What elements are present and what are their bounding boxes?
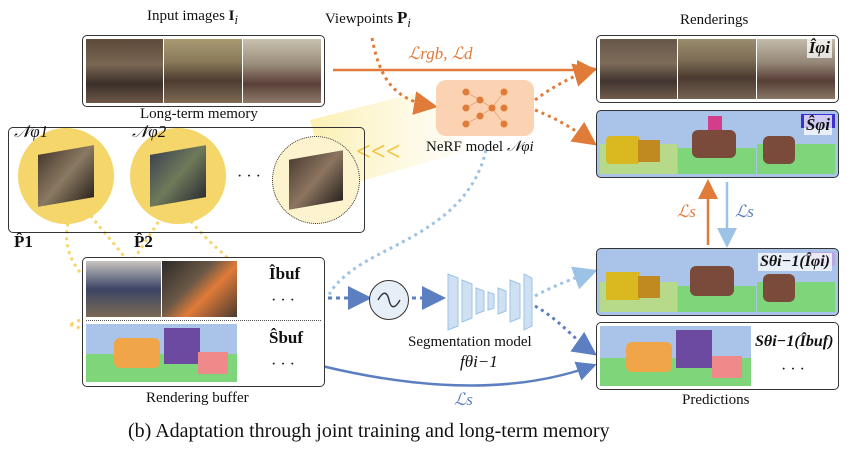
prediction-nerf-symbol: Sθi−1(Îφi): [757, 253, 832, 271]
input-photo-3: [243, 39, 321, 103]
rendering-buffer-panel: Îbuf · · · Ŝbuf · · ·: [82, 257, 325, 387]
nerf-phi2-label: 𝒩φ2: [132, 122, 167, 141]
long-term-memory-panel: [8, 127, 365, 233]
buffer-photo-2: [162, 261, 237, 317]
nerf-phi1-label: 𝒩φ1: [14, 122, 49, 141]
buffer-divider: [86, 320, 321, 321]
beam-chevrons: <<<: [356, 137, 400, 166]
long-term-memory-label: Long-term memory: [140, 106, 258, 122]
prediction-buffer-panel: Sθi−1(Îbuf) · · ·: [596, 322, 839, 390]
sine-wave-icon: [377, 292, 401, 308]
nerf-to-seg-arrow: [534, 108, 597, 146]
mem-link-1b: [84, 209, 130, 263]
nerf-model-box: [436, 80, 534, 136]
prediction-buffer-symbol: Sθi−1(Îbuf): [755, 333, 834, 350]
memory-ellipsis: · · ·: [237, 168, 261, 185]
memory-scene-current: [272, 136, 360, 224]
input-photo-1: [86, 39, 163, 103]
render-photo-1: [600, 39, 677, 99]
render-seg-2: [678, 114, 756, 174]
renderings-label: Renderings: [680, 12, 749, 28]
input-images-panel: [82, 35, 325, 107]
nerf-to-rgb-arrow: [534, 63, 598, 102]
prediction-nerf-panel: Sθi−1(Îφi): [596, 248, 839, 316]
rendered-seg-symbol: Ŝφi: [803, 115, 832, 135]
segmentation-model-symbol: fθi−1: [460, 352, 498, 371]
rendered-rgb-symbol: Îφi: [806, 38, 832, 58]
input-images-label: Input images Ii: [147, 8, 238, 27]
input-images-symbol: I: [228, 8, 235, 24]
render-seg-1: [600, 114, 677, 174]
viewpoint-p1-label: P̂1: [14, 232, 33, 251]
seg-loss-down-label: ℒs: [735, 202, 754, 221]
render-photo-2: [678, 39, 756, 99]
viewpoints-label: Viewpoints Pi: [325, 8, 411, 30]
buffer-photo-1: [86, 261, 161, 317]
augmentation-icon: [369, 280, 409, 320]
buffer-loss-curve: [321, 361, 597, 387]
viewpoint-arrow: [370, 37, 438, 115]
viewpoint-p2-label: P̂2: [134, 232, 153, 251]
seg-to-pred2-arrow: [534, 304, 597, 356]
seg-to-pred1-arrow: [534, 266, 598, 298]
buffer-image-symbol: Îbuf: [269, 264, 301, 283]
rgb-depth-loss-label: ℒrgb, ℒd: [408, 44, 473, 63]
memory-scene-1: [18, 128, 114, 224]
nerf-network-icon: [462, 88, 508, 128]
buffer-seg-loss-label: ℒs: [454, 390, 473, 409]
figure-caption: (b) Adaptation through joint training an…: [128, 420, 610, 442]
pred-seg-2: [678, 252, 756, 312]
nerf-to-buffer-arrow: [326, 149, 488, 299]
buffer-seg-ellipsis: · · ·: [271, 356, 295, 373]
renderings-rgb-panel: Îφi: [596, 35, 839, 103]
mem-link-3: [67, 318, 83, 332]
predictions-label: Predictions: [682, 392, 750, 408]
renderings-seg-panel: Ŝφi: [596, 110, 839, 178]
nerf-model-label: NeRF model 𝒩φi: [426, 139, 534, 155]
pred-seg-1: [600, 252, 677, 312]
buffer-seg-symbol: Ŝbuf: [269, 328, 304, 347]
prediction-buffer-ellipsis: · · ·: [781, 361, 805, 378]
memory-scene-2: [130, 128, 226, 224]
pred-buf-seg-1: [600, 326, 751, 386]
buffer-image-ellipsis: · · ·: [271, 292, 295, 309]
seg-loss-up-label: ℒs: [677, 202, 696, 221]
input-photo-2: [164, 39, 242, 103]
buffer-seg-1: [86, 324, 237, 382]
rendering-buffer-label: Rendering buffer: [146, 390, 249, 406]
segmentation-network-icon: [446, 268, 534, 332]
segmentation-model-label: Segmentation model: [408, 334, 532, 350]
